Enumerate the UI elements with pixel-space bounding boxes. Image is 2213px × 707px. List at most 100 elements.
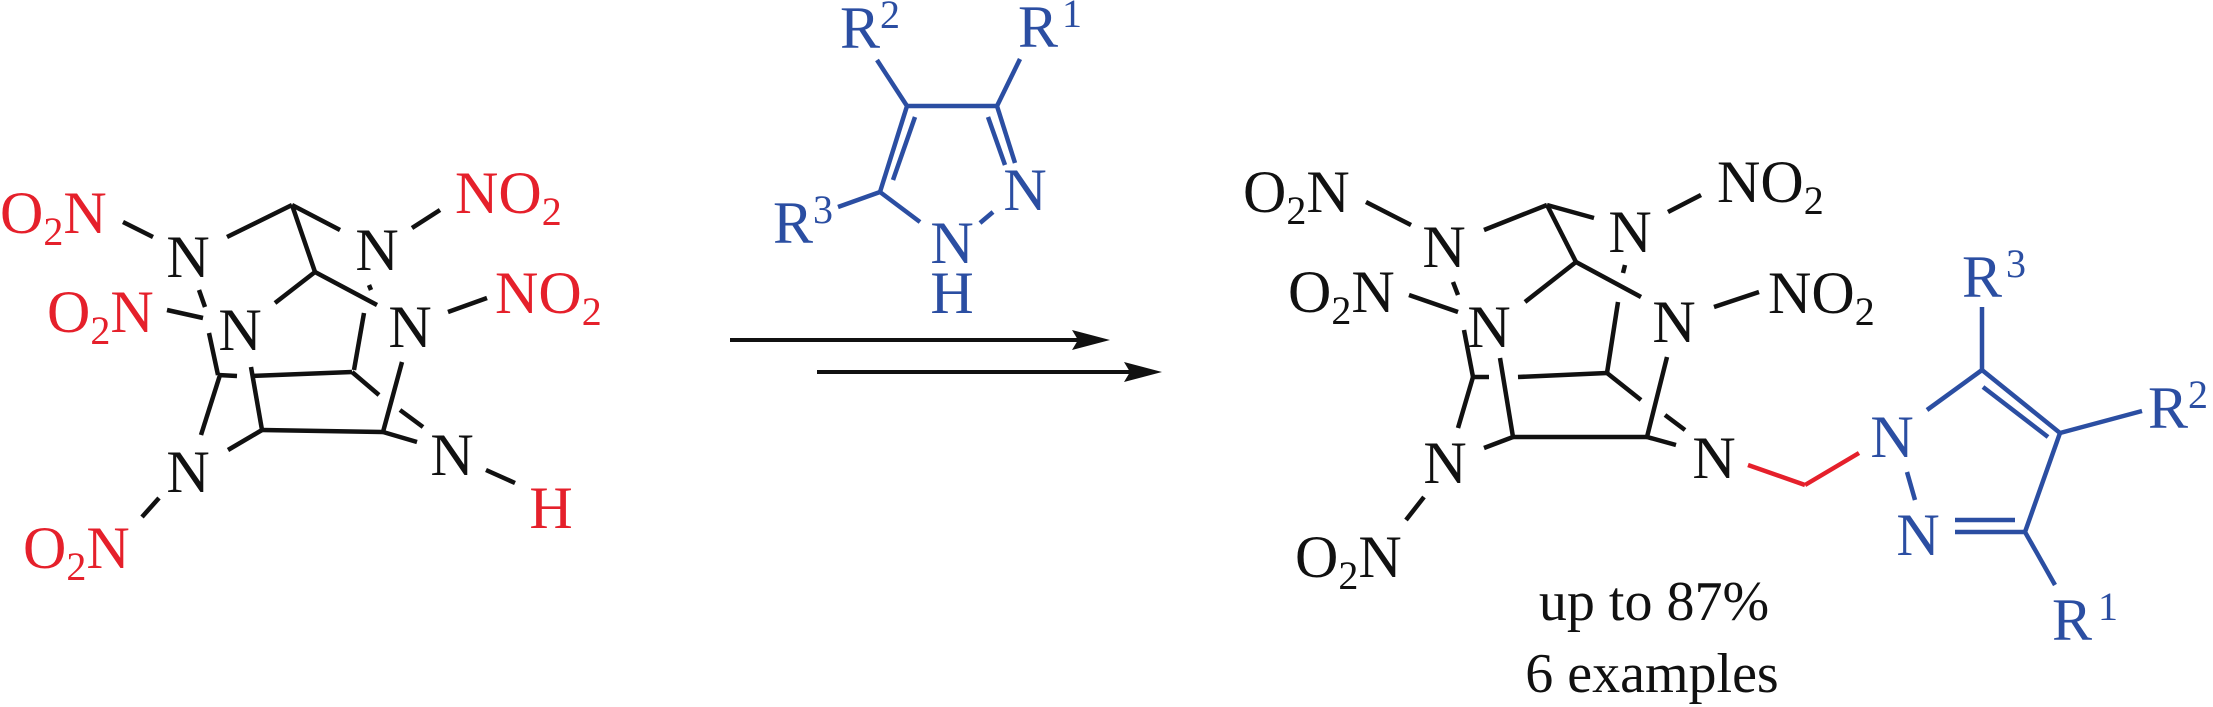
bond bbox=[166, 307, 204, 321]
bond bbox=[1713, 289, 1760, 310]
bond bbox=[1620, 264, 1628, 274]
bond bbox=[1981, 385, 2050, 439]
nitro-group: NO2 bbox=[455, 160, 562, 234]
atom-n: N bbox=[355, 217, 398, 283]
bond bbox=[1544, 203, 1579, 264]
substituent-r3: R3 bbox=[773, 187, 833, 256]
bond bbox=[1605, 371, 1643, 402]
yield-caption: up to 87% bbox=[1539, 571, 1769, 633]
bond bbox=[1364, 199, 1413, 228]
substituent-r2: R2 bbox=[840, 0, 900, 61]
atom-n: N bbox=[1422, 214, 1465, 280]
bond bbox=[206, 332, 221, 376]
linker-bond bbox=[1747, 462, 1806, 488]
nitro-group: NO2 bbox=[1717, 149, 1824, 223]
atom-n: N bbox=[1003, 157, 1046, 223]
atom-n: N bbox=[1896, 502, 1939, 568]
arrow-head bbox=[1124, 362, 1162, 382]
bond bbox=[121, 219, 155, 240]
bond bbox=[978, 210, 995, 225]
bond bbox=[1663, 413, 1687, 432]
bond bbox=[380, 361, 405, 433]
bond bbox=[1517, 370, 1608, 380]
atom-n: N bbox=[166, 439, 209, 505]
nitro-group: O2N bbox=[1295, 524, 1402, 598]
bond bbox=[1408, 292, 1459, 315]
bond bbox=[2059, 408, 2143, 436]
bond bbox=[1646, 434, 1677, 448]
bond bbox=[447, 295, 488, 315]
atom-h: H bbox=[930, 260, 973, 326]
bond bbox=[261, 427, 384, 435]
bond bbox=[1925, 368, 1984, 412]
bond bbox=[226, 202, 293, 240]
arrow-head bbox=[1072, 330, 1110, 350]
bond bbox=[250, 369, 353, 379]
bond bbox=[1604, 301, 1621, 374]
bond bbox=[410, 208, 442, 230]
bond bbox=[837, 189, 881, 210]
atom-n: N bbox=[430, 422, 473, 488]
examples-caption: 6 examples bbox=[1525, 643, 1778, 705]
bond bbox=[351, 312, 367, 371]
bond bbox=[140, 496, 161, 519]
bond bbox=[1644, 356, 1670, 438]
nitro-group: O2N bbox=[47, 279, 154, 353]
bond bbox=[485, 467, 516, 486]
bond bbox=[1483, 434, 1514, 451]
bond bbox=[366, 284, 374, 291]
bond bbox=[1404, 495, 1426, 522]
nitro-group: NO2 bbox=[495, 260, 602, 334]
bond bbox=[1546, 202, 1595, 221]
bond bbox=[398, 408, 425, 429]
bond bbox=[985, 116, 1008, 166]
bond bbox=[1980, 368, 2062, 435]
bond bbox=[313, 270, 379, 307]
atom-n: N bbox=[388, 294, 431, 360]
nitro-group: O2N bbox=[23, 515, 130, 589]
bond bbox=[1450, 281, 1461, 296]
atom-h: H bbox=[529, 475, 572, 541]
atom-n: N bbox=[1692, 425, 1735, 491]
bond bbox=[382, 429, 418, 445]
bond bbox=[289, 204, 318, 273]
bond bbox=[1455, 376, 1476, 429]
bond bbox=[878, 190, 922, 224]
bond bbox=[1461, 329, 1476, 378]
bond bbox=[350, 370, 381, 397]
bond bbox=[1574, 260, 1643, 299]
atom-n: N bbox=[1652, 289, 1695, 355]
atom-n: N bbox=[1608, 199, 1651, 265]
bonds-layer bbox=[121, 58, 2143, 587]
nitro-group: O2N bbox=[1288, 259, 1395, 333]
reaction-arrows bbox=[730, 330, 1162, 382]
atom-n: N bbox=[930, 210, 973, 276]
bond bbox=[273, 270, 317, 305]
nitro-group: O2N bbox=[0, 180, 107, 254]
nitro-group: NO2 bbox=[1768, 260, 1875, 334]
atom-n: N bbox=[218, 297, 261, 363]
bond bbox=[1483, 202, 1548, 233]
bond bbox=[994, 105, 1018, 164]
bond bbox=[1666, 192, 1703, 215]
atom-n: N bbox=[1423, 430, 1466, 496]
atom-n: N bbox=[1870, 404, 1913, 470]
bond bbox=[2022, 432, 2063, 533]
bond bbox=[248, 366, 265, 431]
bond bbox=[198, 374, 223, 436]
bond bbox=[1523, 260, 1578, 304]
bond bbox=[890, 116, 918, 181]
bond bbox=[290, 203, 342, 232]
nitro-group: O2N bbox=[1243, 159, 1350, 233]
bond bbox=[875, 58, 909, 108]
bond bbox=[226, 428, 264, 452]
bond bbox=[877, 105, 910, 193]
bond bbox=[994, 58, 1023, 107]
substituent-r2: R2 bbox=[2148, 372, 2208, 441]
